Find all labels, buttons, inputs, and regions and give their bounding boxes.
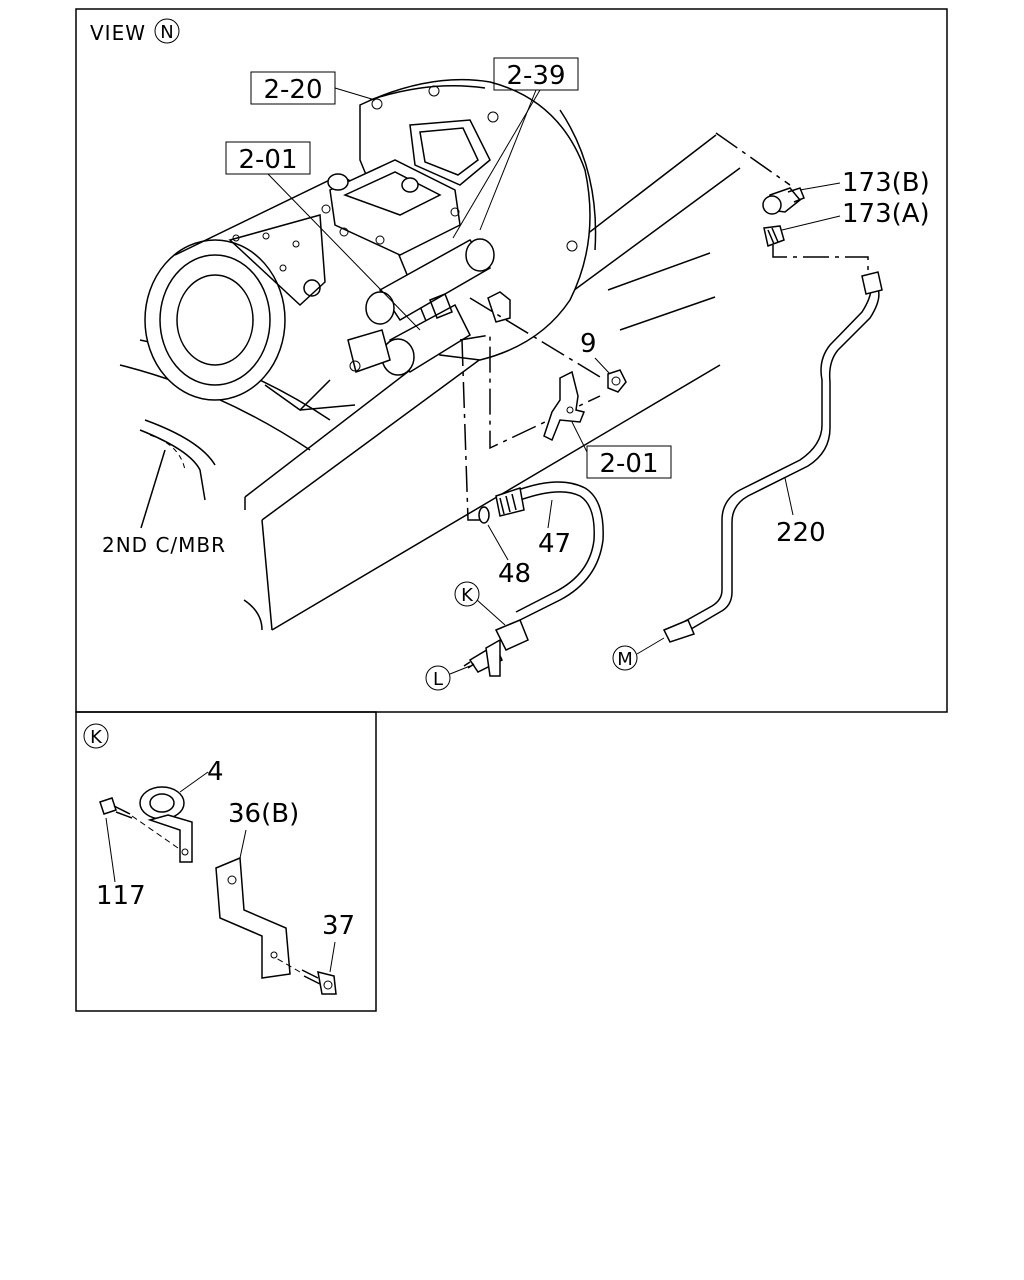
leader-117	[105, 817, 116, 883]
callout-48: 48	[498, 559, 531, 589]
nut-9	[607, 369, 627, 393]
leader-4	[179, 771, 209, 793]
ref-box-2-20: 2-20	[250, 71, 376, 105]
main-view-frame	[75, 8, 948, 713]
callout-220: 220	[776, 518, 826, 548]
hose-end-clip	[463, 619, 529, 677]
leader-37	[329, 941, 336, 973]
callout-173b: 173(B)	[842, 168, 930, 198]
callout-117: 117	[96, 881, 146, 911]
callout-2nd-cmbr: 2ND C/MBR	[102, 533, 226, 557]
svg-text:2-20: 2-20	[263, 75, 322, 105]
svg-text:M: M	[617, 649, 633, 670]
fitting-173a	[763, 225, 785, 248]
hose-47	[495, 481, 604, 621]
bolt-37	[275, 957, 337, 995]
detail-view-frame	[75, 711, 377, 1012]
washer-48	[478, 506, 490, 524]
leader-173a	[781, 215, 841, 231]
detail-marker-k: K	[83, 723, 109, 749]
callout-9: 9	[580, 329, 597, 359]
ref-box-2-01-mid: 2-01	[571, 421, 672, 479]
svg-text:N: N	[160, 22, 173, 43]
bracket-36b	[215, 856, 291, 979]
fitting-173b	[762, 187, 805, 215]
leader-220	[784, 477, 794, 516]
callout-36b: 36(B)	[228, 799, 299, 829]
leader-9	[594, 357, 611, 375]
view-marker-n: N	[154, 18, 180, 44]
routing-lines	[459, 132, 869, 521]
leader-173b	[799, 182, 841, 191]
svg-text:K: K	[90, 727, 103, 748]
marker-l: L	[425, 665, 471, 691]
ref-box-2-01-top: 2-01	[225, 141, 421, 331]
marker-k: K	[454, 581, 506, 626]
svg-text:2-39: 2-39	[506, 61, 565, 91]
marker-m: M	[612, 637, 665, 671]
pipe-220	[662, 271, 883, 643]
leader-48	[487, 524, 509, 561]
leader-36b	[239, 829, 247, 859]
callout-37: 37	[322, 911, 355, 941]
clip-4	[139, 786, 193, 863]
svg-text:2-01: 2-01	[238, 145, 297, 175]
svg-text:L: L	[433, 669, 443, 690]
bracket-2-01	[543, 370, 586, 442]
ref-box-2-39: 2-39	[452, 57, 579, 239]
shift-tower	[321, 159, 461, 256]
clutch-booster	[347, 238, 511, 376]
callout-4: 4	[207, 757, 224, 787]
view-title: VIEW	[90, 21, 146, 45]
svg-text:2-01: 2-01	[599, 449, 658, 479]
svg-text:K: K	[461, 585, 474, 606]
callout-47: 47	[538, 529, 571, 559]
leader-47	[547, 499, 553, 529]
bolt-117	[99, 797, 179, 849]
callout-173a: 173(A)	[842, 199, 930, 229]
